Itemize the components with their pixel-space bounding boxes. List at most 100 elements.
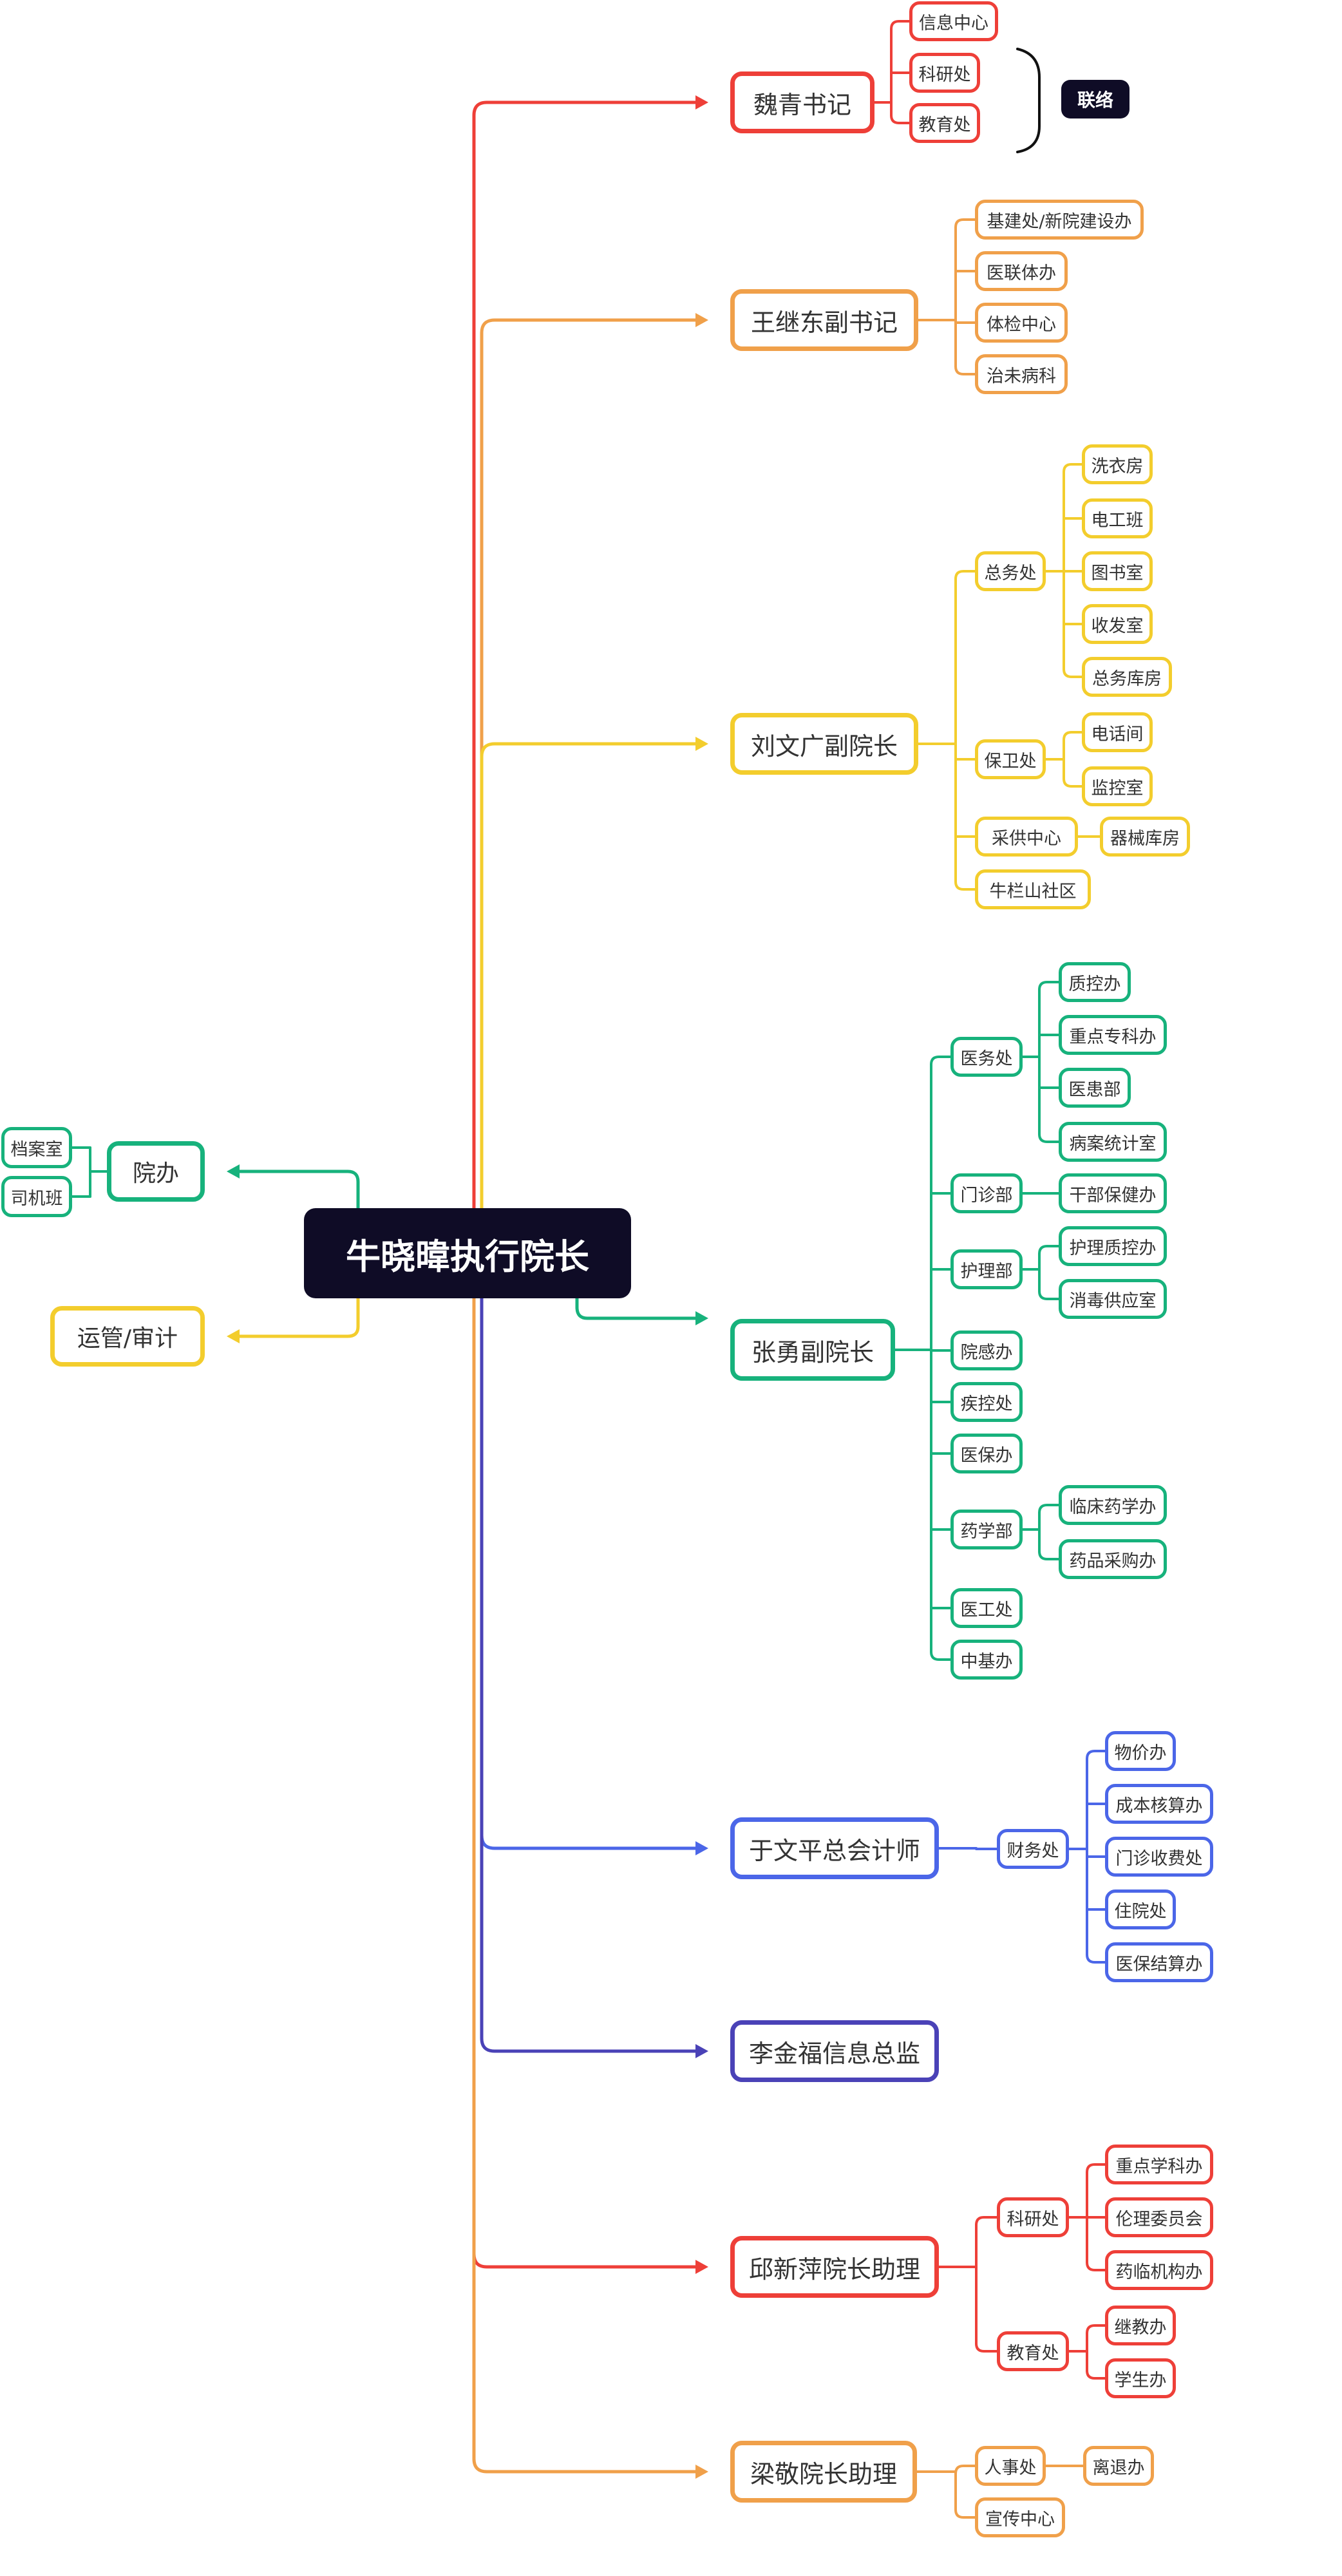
connector-line	[480, 318, 704, 1217]
connector-line	[1086, 2261, 1106, 2271]
arrow-head-icon	[695, 1311, 708, 1325]
leaf-node[interactable]: 图书室	[1082, 551, 1153, 591]
branch-node[interactable]: 李金福信息总监	[730, 2020, 939, 2082]
leaf-node[interactable]: 质控办	[1059, 962, 1131, 1002]
sub-node[interactable]: 体检中心	[975, 303, 1068, 343]
sub-node[interactable]: 宣传中心	[975, 2497, 1065, 2537]
connector-line	[1063, 777, 1083, 788]
connector-line	[472, 1290, 704, 2269]
sub-node[interactable]: 基建处/新院建设办	[975, 200, 1144, 240]
sub-node[interactable]: 科研处	[909, 53, 980, 93]
leaf-node[interactable]: 物价办	[1105, 1731, 1176, 1771]
sub-node[interactable]: 牛栏山社区	[975, 869, 1091, 909]
sub-node[interactable]: 医务处	[950, 1037, 1023, 1077]
office-child-node[interactable]: 司机班	[1, 1176, 72, 1217]
connector-line	[930, 1056, 952, 1066]
ops-node[interactable]: 运管/审计	[50, 1306, 205, 1367]
sub-node[interactable]: 总务处	[975, 551, 1046, 591]
branch-node[interactable]: 王继东副书记	[730, 289, 918, 351]
sub-node[interactable]: 保卫处	[975, 739, 1046, 779]
connector-line	[1038, 1245, 1060, 1255]
sub-node[interactable]: 院感办	[950, 1331, 1023, 1370]
bracket-line	[1016, 48, 1041, 153]
arrow-head-icon	[695, 313, 708, 327]
connector-line	[1086, 1750, 1106, 1760]
branch-node[interactable]: 刘文广副院长	[730, 713, 918, 775]
sub-node[interactable]: 护理部	[950, 1249, 1023, 1289]
connector-line	[1038, 1504, 1060, 1514]
connector-line	[472, 100, 704, 1217]
connector-line	[480, 1290, 704, 2053]
connector-line	[230, 1296, 360, 1338]
leaf-node[interactable]: 干部保健办	[1059, 1173, 1167, 1213]
sub-node[interactable]: 医联体办	[975, 251, 1068, 291]
arrow-head-icon	[695, 2260, 708, 2274]
leaf-node[interactable]: 医患部	[1059, 1068, 1131, 1108]
arrow-head-icon	[695, 737, 708, 751]
leaf-node[interactable]: 成本核算办	[1105, 1784, 1213, 1824]
sub-node[interactable]: 药学部	[950, 1510, 1023, 1549]
leaf-node[interactable]: 电工班	[1082, 498, 1153, 538]
connector-line	[1038, 1290, 1060, 1300]
leaf-node[interactable]: 伦理委员会	[1105, 2197, 1213, 2237]
branch-node[interactable]: 魏青书记	[730, 71, 874, 133]
leaf-node[interactable]: 离退办	[1083, 2446, 1154, 2486]
sub-node[interactable]: 教育处	[997, 2331, 1069, 2371]
branch-node[interactable]: 于文平总会计师	[730, 1817, 939, 1879]
arrow-head-icon	[695, 95, 708, 109]
connector-line	[575, 1296, 704, 1320]
leaf-node[interactable]: 消毒供应室	[1059, 1279, 1167, 1319]
sub-node[interactable]: 医工处	[950, 1588, 1023, 1628]
sub-node[interactable]: 治未病科	[975, 354, 1068, 394]
office-child-node[interactable]: 档案室	[1, 1127, 72, 1168]
sub-node[interactable]: 教育处	[909, 103, 980, 143]
connector-line	[1086, 2324, 1106, 2334]
leaf-node[interactable]: 医保结算办	[1105, 1942, 1213, 1982]
sub-node[interactable]: 财务处	[997, 1829, 1069, 1869]
branch-node[interactable]: 梁敬院长助理	[730, 2441, 917, 2503]
leaf-node[interactable]: 学生办	[1105, 2358, 1176, 2398]
connector-line	[230, 1170, 360, 1210]
leaf-node[interactable]: 收发室	[1082, 604, 1153, 644]
sub-node[interactable]: 医保办	[950, 1434, 1023, 1473]
leaf-node[interactable]: 继教办	[1105, 2306, 1176, 2345]
connector-line	[975, 2342, 998, 2353]
connector-line	[1063, 668, 1083, 678]
sub-node[interactable]: 门诊部	[950, 1173, 1023, 1213]
connector-line	[472, 1290, 704, 2474]
leaf-node[interactable]: 护理质控办	[1059, 1226, 1167, 1266]
bracket-tag: 联络	[1061, 80, 1129, 118]
sub-node[interactable]: 疾控处	[950, 1382, 1023, 1422]
leaf-node[interactable]: 器械库房	[1100, 817, 1190, 857]
connector-line	[1086, 2369, 1106, 2380]
sub-node[interactable]: 科研处	[997, 2197, 1069, 2237]
leaf-node[interactable]: 住院处	[1105, 1889, 1176, 1929]
connector-line	[1086, 2163, 1106, 2174]
leaf-node[interactable]: 门诊收费处	[1105, 1837, 1213, 1877]
leaf-node[interactable]: 电话间	[1082, 712, 1153, 752]
leaf-node[interactable]: 药品采购办	[1059, 1539, 1167, 1579]
leaf-node[interactable]: 总务库房	[1082, 657, 1172, 697]
leaf-node[interactable]: 病案统计室	[1059, 1122, 1167, 1162]
leaf-node[interactable]: 药临机构办	[1105, 2250, 1213, 2290]
connector-line	[1063, 463, 1083, 473]
sub-node[interactable]: 采供中心	[975, 817, 1078, 857]
leaf-node[interactable]: 重点专科办	[1059, 1015, 1167, 1055]
sub-node[interactable]: 中基办	[950, 1640, 1023, 1680]
sub-node[interactable]: 人事处	[975, 2446, 1046, 2486]
sub-node[interactable]: 信息中心	[909, 1, 998, 41]
branch-node[interactable]: 邱新萍院长助理	[730, 2236, 939, 2298]
root-node[interactable]: 牛晓暐执行院长	[304, 1208, 631, 1298]
leaf-node[interactable]: 临床药学办	[1059, 1485, 1167, 1525]
connector-line	[1038, 1550, 1060, 1560]
leaf-node[interactable]: 监控室	[1082, 766, 1153, 806]
branch-node[interactable]: 张勇副院长	[730, 1319, 895, 1381]
leaf-node[interactable]: 重点学科办	[1105, 2145, 1213, 2184]
connector-line	[975, 2216, 998, 2226]
connector-line	[1086, 1953, 1106, 1964]
arrow-head-icon	[227, 1164, 240, 1179]
leaf-node[interactable]: 洗衣房	[1082, 444, 1153, 484]
office-node[interactable]: 院办	[107, 1141, 205, 1202]
arrow-head-icon	[695, 2044, 708, 2058]
